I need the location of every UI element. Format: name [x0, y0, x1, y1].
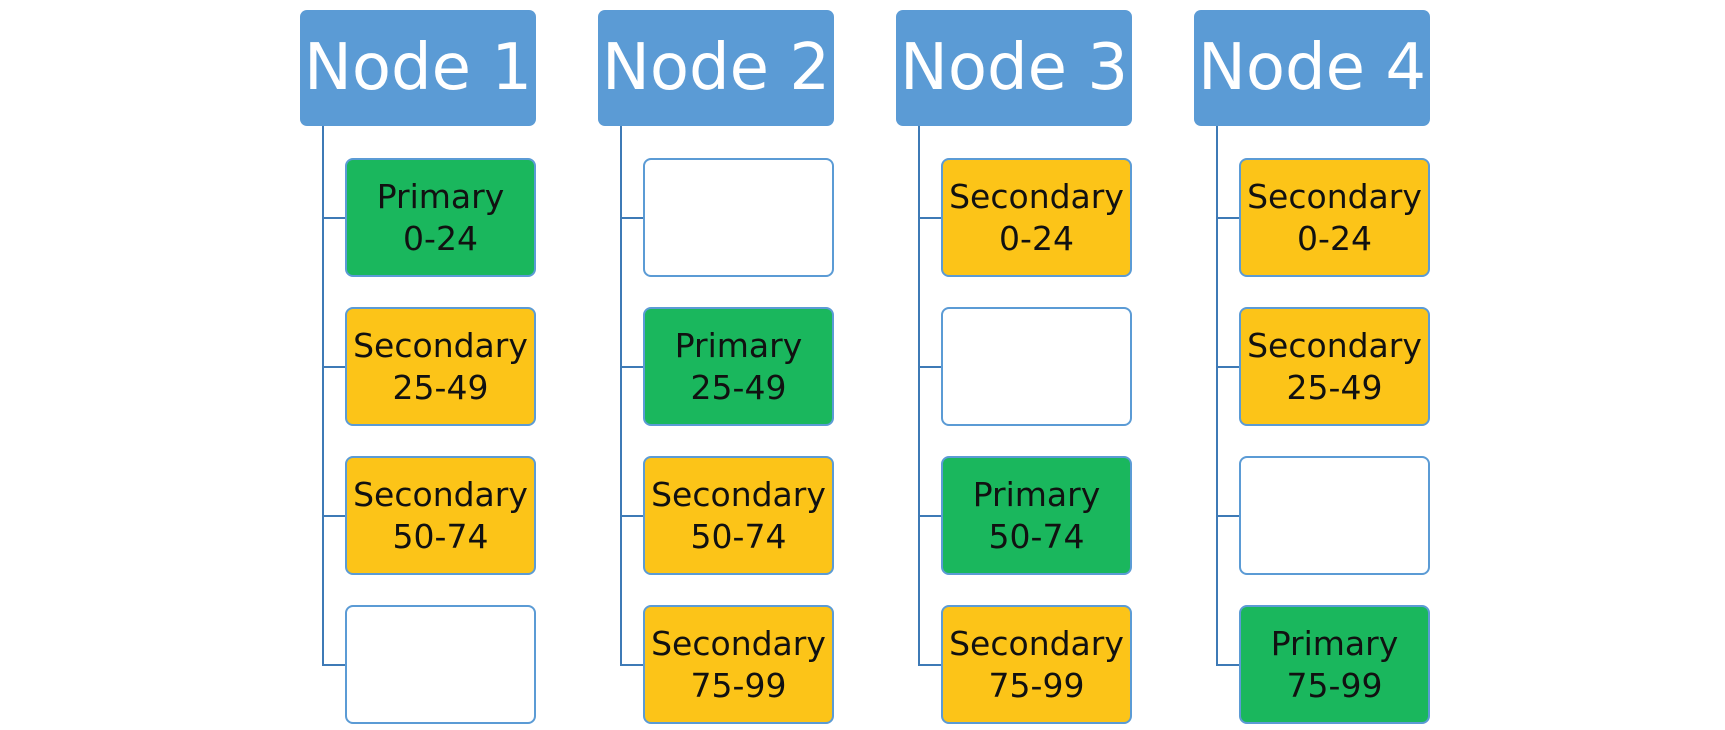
- node-2-branch-1: [620, 217, 644, 219]
- node-2-branch-3: [620, 515, 644, 517]
- node-2-shard-3: Secondary 50-74: [643, 456, 834, 575]
- shard-role: Primary: [1270, 623, 1399, 663]
- node-2-shard-1-empty: [643, 158, 834, 277]
- shard-role: Primary: [972, 474, 1101, 514]
- shard-range: 0-24: [999, 218, 1074, 258]
- shard-range: 25-49: [690, 367, 787, 407]
- node-1-shard-2: Secondary 25-49: [345, 307, 536, 426]
- node-header-4: Node 4: [1194, 10, 1430, 126]
- node-column-3: Node 3 Secondary 0-24 Primary 50-74 Seco…: [896, 0, 1146, 730]
- shard-role: Secondary: [651, 623, 826, 663]
- shard-role: Secondary: [949, 176, 1124, 216]
- node-3-shard-3: Primary 50-74: [941, 456, 1132, 575]
- node-4-branch-3: [1216, 515, 1240, 517]
- node-3-branch-1: [918, 217, 942, 219]
- node-column-4: Node 4 Secondary 0-24 Secondary 25-49 Pr…: [1194, 0, 1444, 730]
- node-2-branch-2: [620, 366, 644, 368]
- node-3-shard-1: Secondary 0-24: [941, 158, 1132, 277]
- node-1-branch-4: [322, 664, 346, 666]
- shard-range: 50-74: [988, 516, 1085, 556]
- node-1-shard-3: Secondary 50-74: [345, 456, 536, 575]
- node-2-shard-2: Primary 25-49: [643, 307, 834, 426]
- node-2-shard-4: Secondary 75-99: [643, 605, 834, 724]
- node-header-1: Node 1: [300, 10, 536, 126]
- node-2-branch-4: [620, 664, 644, 666]
- shard-range: 25-49: [392, 367, 489, 407]
- node-column-1: Node 1 Primary 0-24 Secondary 25-49 Seco…: [300, 0, 550, 730]
- shard-role: Secondary: [949, 623, 1124, 663]
- shard-role: Secondary: [1247, 176, 1422, 216]
- node-3-branch-3: [918, 515, 942, 517]
- node-4-shard-1: Secondary 0-24: [1239, 158, 1430, 277]
- shard-range: 75-99: [690, 665, 787, 705]
- shard-role: Primary: [674, 325, 803, 365]
- shard-role: Secondary: [1247, 325, 1422, 365]
- shard-range: 0-24: [1297, 218, 1372, 258]
- node-header-3: Node 3: [896, 10, 1132, 126]
- shard-range: 0-24: [403, 218, 478, 258]
- node-3-branch-4: [918, 664, 942, 666]
- shard-range: 25-49: [1286, 367, 1383, 407]
- node-1-branch-2: [322, 366, 346, 368]
- node-1-shard-4-empty: [345, 605, 536, 724]
- node-4-shard-2: Secondary 25-49: [1239, 307, 1430, 426]
- node-2-spine-connector: [620, 126, 622, 665]
- node-3-spine-connector: [918, 126, 920, 665]
- shard-role: Secondary: [353, 474, 528, 514]
- shard-role: Primary: [376, 176, 505, 216]
- node-1-shard-1: Primary 0-24: [345, 158, 536, 277]
- node-3-shard-4: Secondary 75-99: [941, 605, 1132, 724]
- node-4-spine-connector: [1216, 126, 1218, 665]
- shard-role: Secondary: [353, 325, 528, 365]
- shard-range: 50-74: [690, 516, 787, 556]
- node-4-branch-1: [1216, 217, 1240, 219]
- shard-range: 75-99: [1286, 665, 1383, 705]
- node-column-2: Node 2 Primary 25-49 Secondary 50-74 Sec…: [598, 0, 848, 730]
- node-3-shard-2-empty: [941, 307, 1132, 426]
- node-1-branch-1: [322, 217, 346, 219]
- node-4-shard-3-empty: [1239, 456, 1430, 575]
- shard-role: Secondary: [651, 474, 826, 514]
- node-1-branch-3: [322, 515, 346, 517]
- shard-range: 75-99: [988, 665, 1085, 705]
- node-4-shard-4: Primary 75-99: [1239, 605, 1430, 724]
- node-4-branch-2: [1216, 366, 1240, 368]
- shard-range: 50-74: [392, 516, 489, 556]
- node-3-branch-2: [918, 366, 942, 368]
- node-4-branch-4: [1216, 664, 1240, 666]
- node-1-spine-connector: [322, 126, 324, 665]
- node-header-2: Node 2: [598, 10, 834, 126]
